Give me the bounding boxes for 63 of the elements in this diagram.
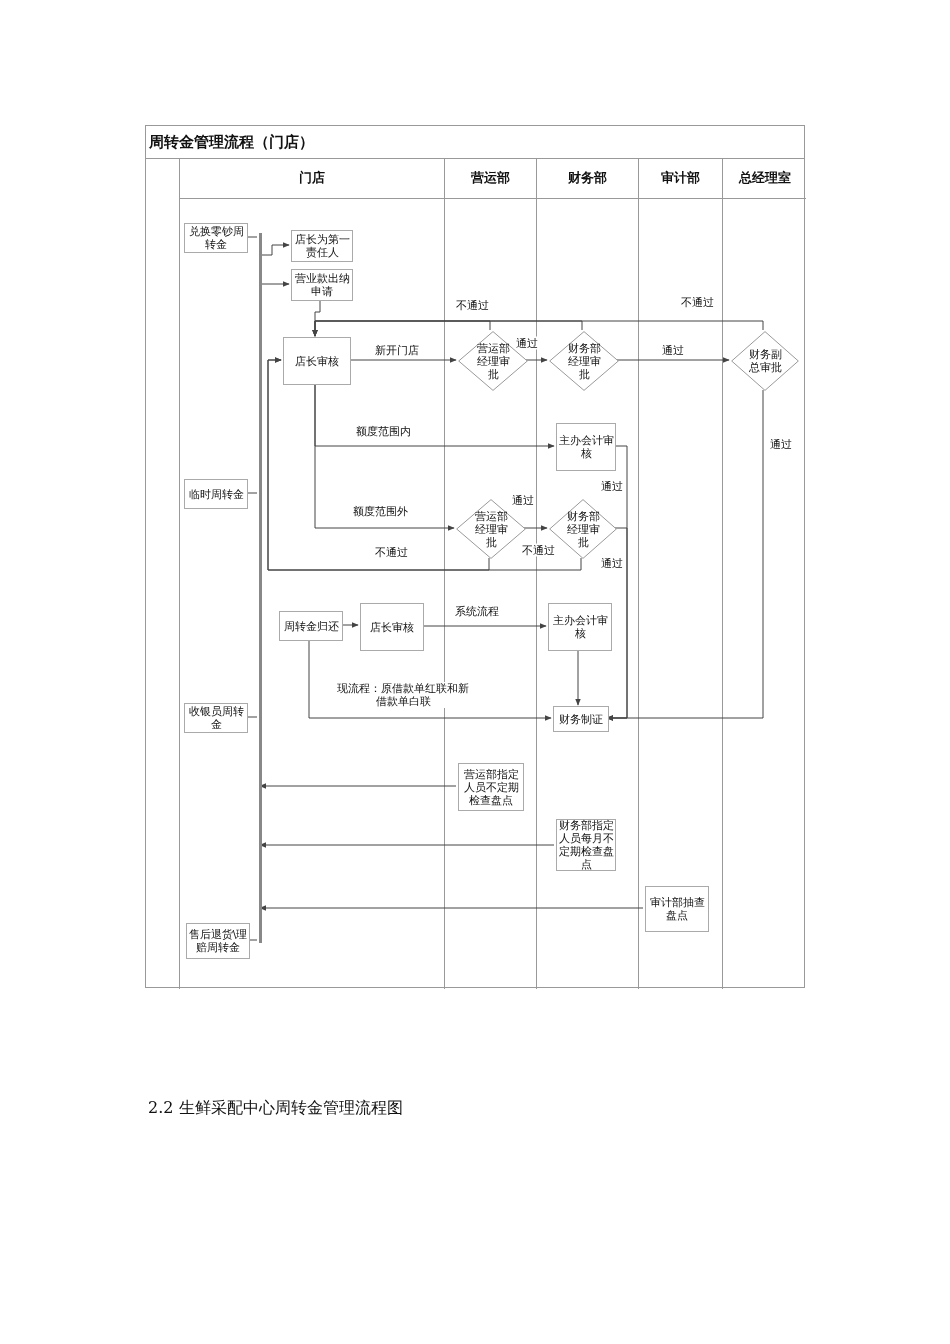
- edge-label: 不通过: [520, 543, 556, 557]
- lane-header: 审计部: [639, 159, 722, 199]
- connector-line: [247, 939, 258, 941]
- edge-label: 额度范围外: [351, 504, 409, 518]
- arrow: [314, 383, 455, 531]
- connector-line: [245, 716, 258, 718]
- edge-label: 通过: [600, 479, 624, 493]
- process-box: 临时周转金: [184, 479, 248, 509]
- process-box: 财务部指定人员每月不定期检查盘点: [556, 819, 616, 871]
- process-box: 店长为第一责任人: [291, 230, 353, 262]
- diagram-title: 周转金管理流程（门店）: [146, 126, 804, 159]
- arrow: [259, 242, 290, 256]
- process-box: 周转金归还: [279, 611, 343, 641]
- edge-label: 通过: [769, 437, 793, 451]
- bus-line: [259, 233, 262, 943]
- edge-label: 额度范围内: [354, 424, 412, 438]
- edge-label: 通过: [600, 556, 624, 570]
- decision-diamond: 财务副总审批: [731, 331, 799, 391]
- lane-header: 营运部: [445, 159, 536, 199]
- arrow: [259, 783, 457, 789]
- process-box: 营业款出纳申请: [291, 269, 353, 301]
- arrow: [421, 623, 547, 629]
- edge-label: 新开门店: [374, 343, 420, 357]
- edge-label: 不通过: [454, 298, 490, 312]
- arrow: [340, 622, 359, 628]
- process-box: 售后退货\理赔周转金: [186, 923, 250, 959]
- process-box: 营运部指定人员不定期检查盘点: [458, 763, 524, 811]
- process-box: 兑换零钞周转金: [184, 223, 248, 253]
- arrow: [523, 525, 548, 531]
- connector-line: [245, 236, 258, 238]
- process-box: 主办会计审核: [556, 423, 616, 471]
- arrow: [606, 527, 628, 721]
- process-box: 店长审核: [360, 603, 424, 651]
- edge-label: 系统流程: [454, 604, 500, 618]
- connector-line: [245, 492, 258, 494]
- edge-label: 通过: [515, 336, 539, 350]
- arrow: [259, 842, 555, 848]
- arrow: [259, 281, 290, 287]
- arrow: [267, 357, 582, 571]
- swimlane: [638, 159, 722, 989]
- decision-diamond: 财务部经理审批: [549, 331, 619, 391]
- edge-label: 不通过: [373, 545, 409, 559]
- arrow: [616, 357, 730, 363]
- lane-header: 财务部: [537, 159, 638, 199]
- arrow: [575, 649, 581, 706]
- process-box: 财务制证: [553, 706, 609, 732]
- lane-header: 门店: [180, 159, 444, 199]
- arrow: [348, 357, 457, 363]
- swimlane: [722, 159, 806, 989]
- process-box: 店长审核: [283, 337, 351, 385]
- arrow: [259, 905, 644, 911]
- edge-label: 通过: [661, 343, 685, 357]
- arrow: [525, 357, 548, 363]
- lane-header: 总经理室: [723, 159, 806, 199]
- edge-label: 通过: [511, 493, 535, 507]
- process-box: 收银员周转金: [184, 703, 248, 733]
- edge-label: 不通过: [679, 295, 715, 309]
- edge-label: 现流程：原借款单红联和新借款单白联: [336, 682, 470, 708]
- section-heading: 2.2 生鲜采配中心周转金管理流程图: [148, 1098, 403, 1119]
- process-box: 主办会计审核: [548, 603, 612, 651]
- process-box: 审计部抽查盘点: [645, 886, 709, 932]
- arrow: [308, 639, 552, 721]
- arrow: [312, 320, 764, 337]
